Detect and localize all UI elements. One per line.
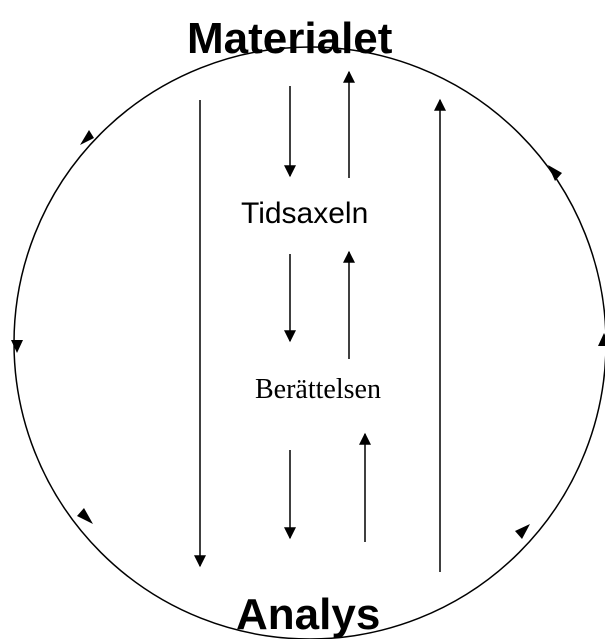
circle-arrowhead-left-upper xyxy=(80,130,94,145)
label-materialet: Materialet xyxy=(187,14,393,63)
circle-arrowhead-right-middle xyxy=(598,333,605,346)
circle-arrowhead-left-middle xyxy=(11,340,23,353)
cycle-circle xyxy=(13,46,605,639)
label-berattelsen: Berättelsen xyxy=(255,374,381,405)
circle-arrowhead-right-upper xyxy=(548,165,562,181)
circle-arrowhead-right-lower xyxy=(515,524,530,539)
circle-arrowhead-left-lower xyxy=(77,508,93,524)
circle-arrowheads xyxy=(11,130,605,539)
label-tidsaxeln: Tidsaxeln xyxy=(241,197,369,230)
label-analys: Analys xyxy=(236,590,381,639)
